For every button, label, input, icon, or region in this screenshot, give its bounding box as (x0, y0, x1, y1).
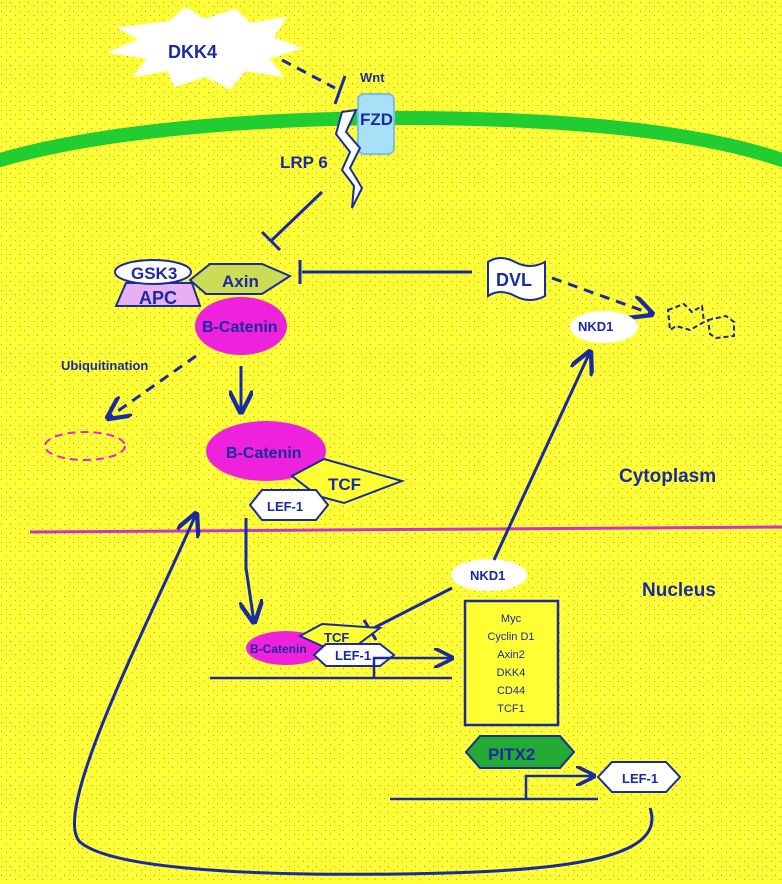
beta-catenin-mid (206, 421, 326, 481)
ubiquitination-arrow (108, 354, 197, 418)
ubiquitination-label: Ubiquitination (61, 358, 148, 373)
beta-catenin-top (195, 297, 287, 355)
target-gene: Myc (501, 613, 522, 625)
dkk4-shape (106, 6, 304, 90)
lrp6-inhibition-line (270, 190, 324, 242)
target-genes-list: Myc Cyclin D1 Axin2 DKK4 CD44 TCF1 (487, 613, 534, 715)
dvl-degradation-arrow (551, 276, 652, 314)
pitx2-shape (464, 735, 576, 769)
nkd1-translocation-arrow (492, 352, 590, 561)
target-gene: Cyclin D1 (487, 631, 534, 643)
lrp6-receptor (334, 108, 364, 209)
lrp6-inhibition-bar (260, 230, 282, 252)
target-gene: TCF1 (497, 703, 525, 715)
tcf-mid-label: TCF (328, 475, 361, 494)
nkd1-inhibition-line (369, 586, 453, 632)
lef1-bottom-shape (596, 761, 682, 793)
apc-label: APC (139, 288, 177, 308)
transcription-arrow-1 (372, 658, 452, 678)
dkk4-inhibition-bar (333, 75, 347, 105)
target-gene: DKK4 (497, 667, 526, 679)
cytoplasm-label: Cytoplasm (619, 466, 716, 487)
beta-catenin-mid-label: B-Catenin (226, 445, 302, 462)
tcf-nucleus-label: TCF (324, 630, 349, 645)
transcription-arrow-2 (524, 776, 594, 799)
axin-label: Axin (222, 272, 259, 291)
nkd1-nucleus-shape (451, 559, 527, 591)
lef1-mid-shape (248, 489, 330, 521)
wnt-label: Wnt (360, 70, 385, 85)
dkk4-label: DKK4 (168, 42, 217, 62)
nkd1-cytoplasm-label: NKD1 (578, 319, 613, 334)
nucleus-label: Nucleus (642, 580, 716, 601)
lef1-nucleus-label: LEF-1 (335, 648, 371, 663)
axin-shape (188, 263, 293, 295)
degraded-fragments (666, 302, 735, 340)
gsk3-label: GSK3 (131, 264, 177, 283)
target-gene: CD44 (497, 685, 525, 697)
beta-catenin-top-label: B-Catenin (202, 319, 278, 336)
fzd-receptor (357, 93, 395, 155)
target-genes-box (463, 599, 560, 727)
dkk4-inhibition-line (281, 58, 336, 90)
lef1-mid-label: LEF-1 (267, 499, 303, 514)
nkd1-nucleus-label: NKD1 (470, 568, 505, 583)
degraded-catenin-outline (44, 431, 126, 461)
pitx2-label: PITX2 (488, 745, 535, 764)
lef1-feedback-loop (73, 514, 654, 876)
lef1-bottom-label: LEF-1 (622, 771, 658, 786)
gsk3-shape (114, 259, 192, 285)
dvl-shape (487, 257, 546, 301)
dvl-label: DVL (496, 270, 532, 290)
nuclear-membrane (29, 525, 782, 534)
tcf-nucleus-shape (297, 622, 383, 647)
cell-membrane (0, 110, 782, 167)
target-gene: Axin2 (497, 649, 525, 661)
nuclear-translocation-arrow (246, 518, 254, 622)
lrp6-label: LRP 6 (280, 153, 328, 172)
fzd-label: FZD (360, 110, 393, 129)
nkd1-cytoplasm-shape (570, 311, 638, 343)
beta-catenin-nucleus-label: B-Catenin (250, 642, 307, 656)
